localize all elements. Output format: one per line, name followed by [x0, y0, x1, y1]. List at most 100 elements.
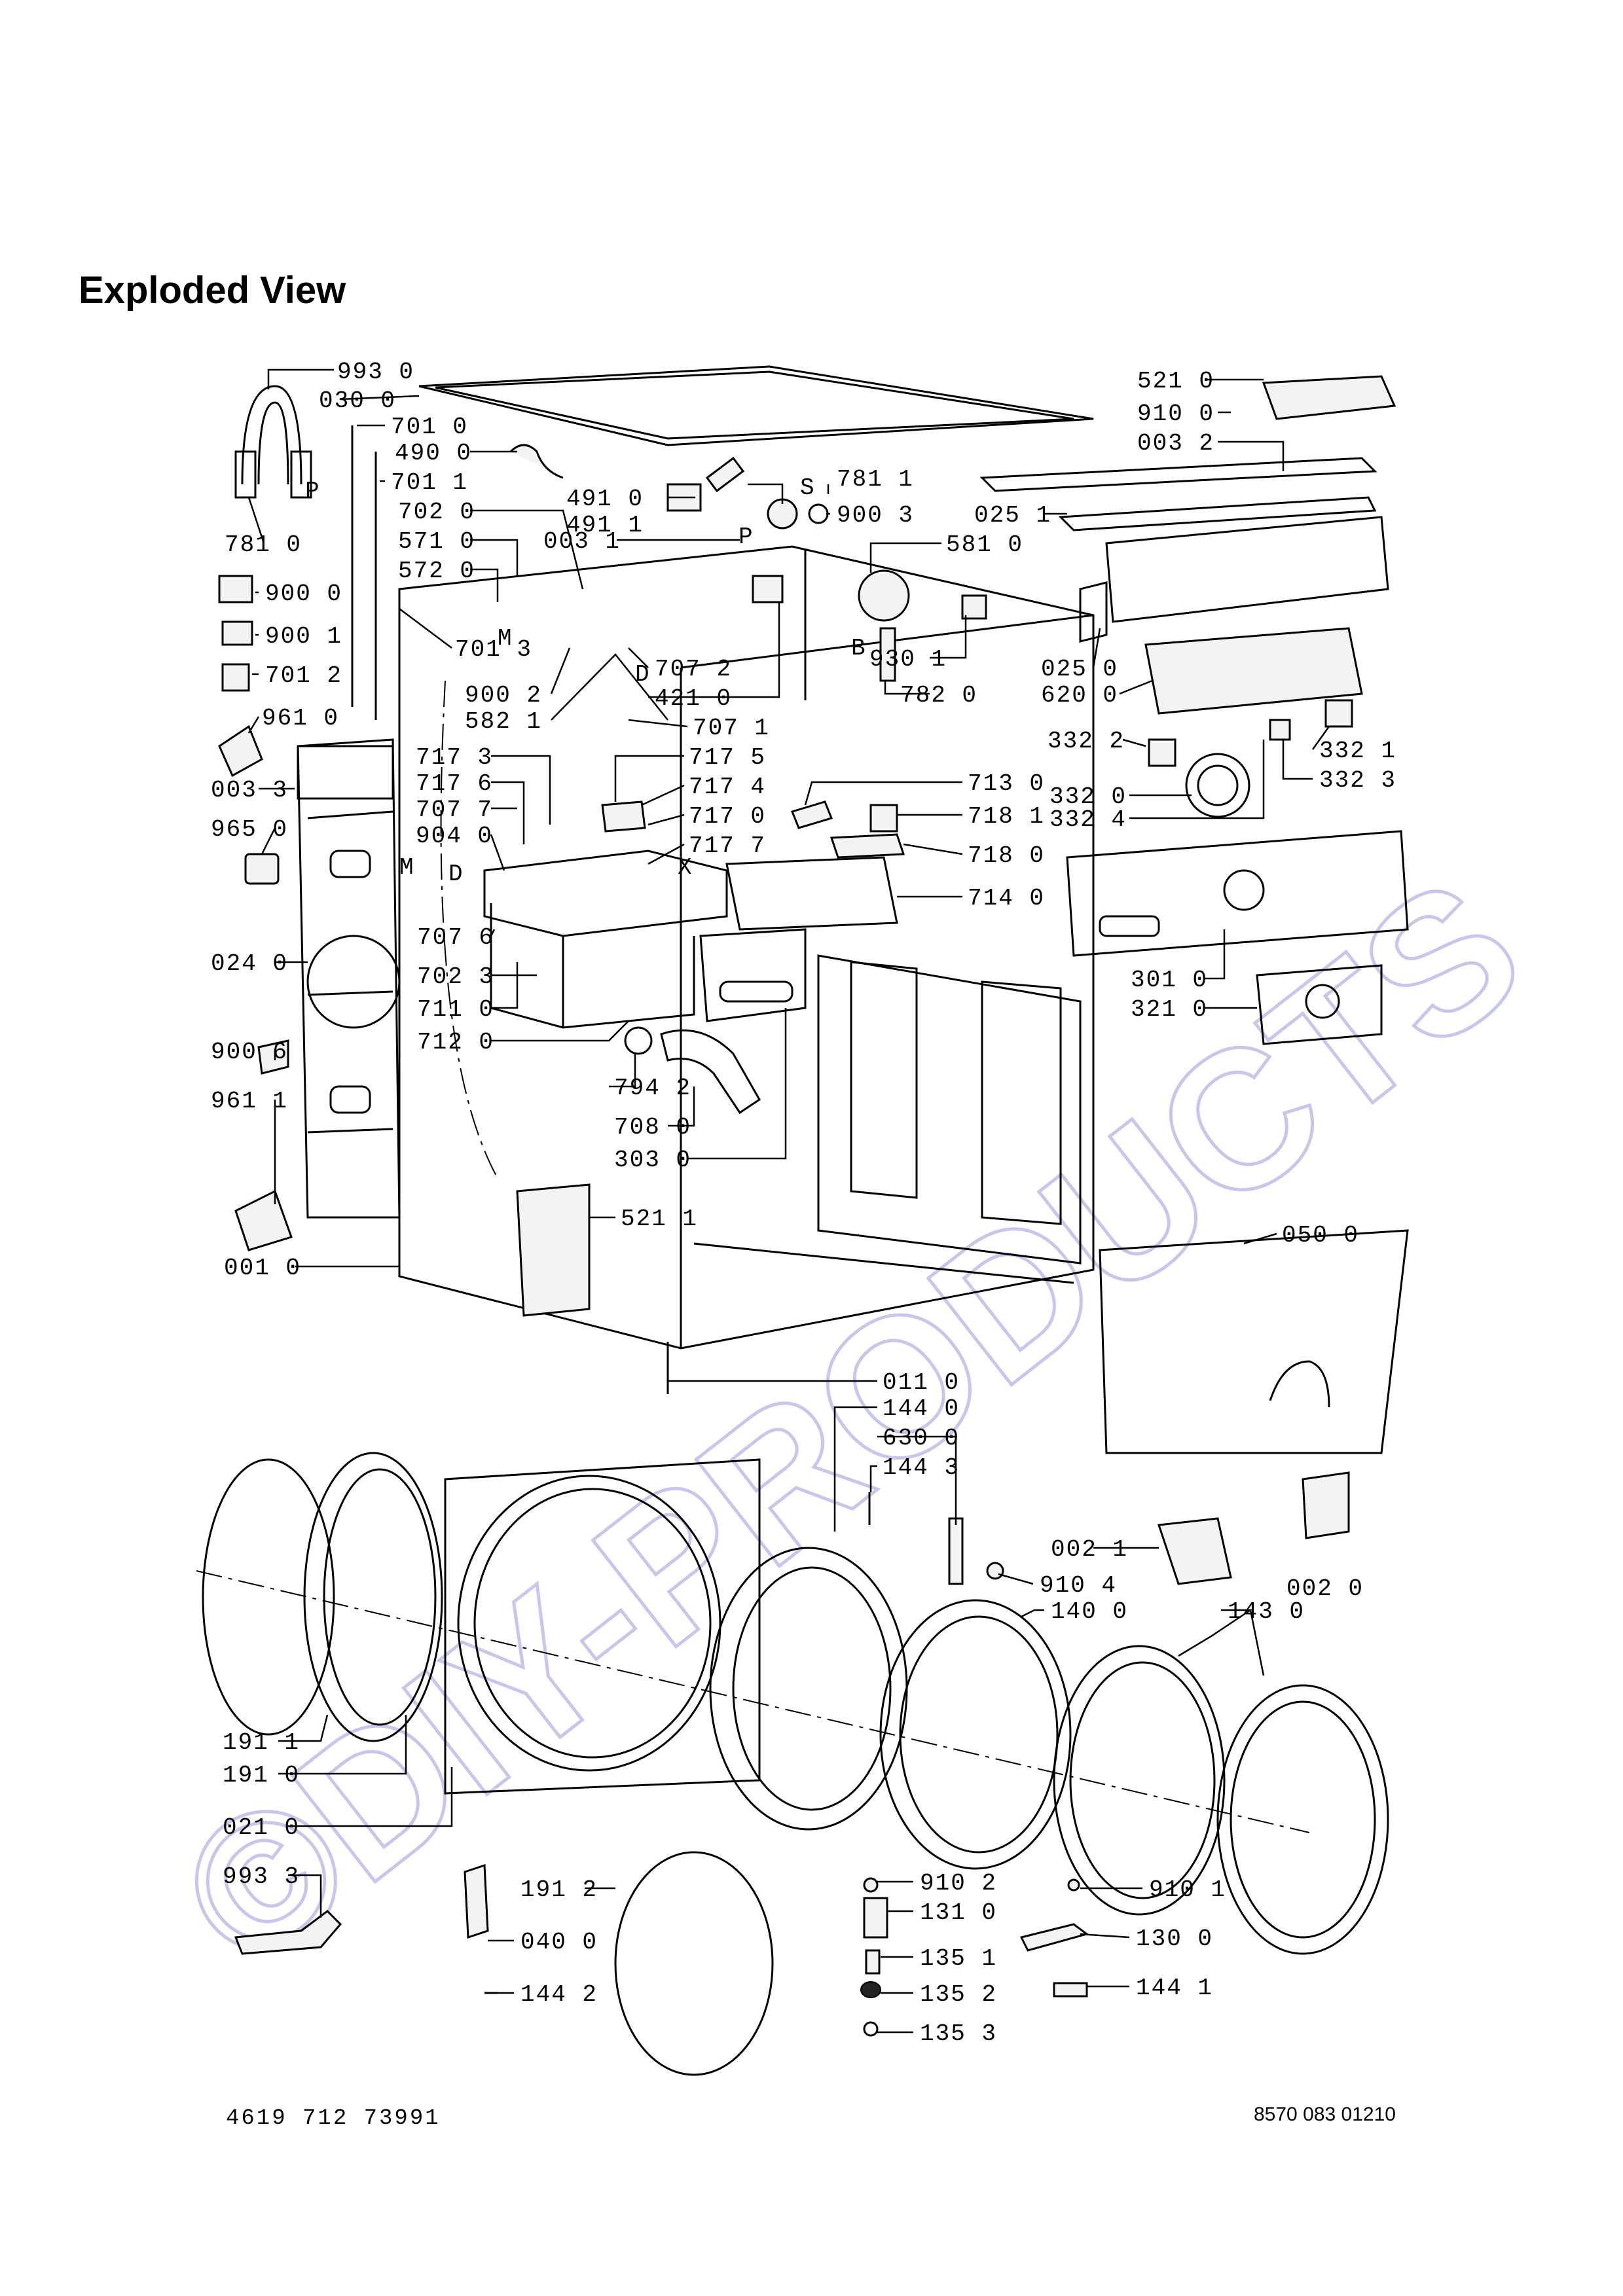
dispenser-drawer-part	[699, 928, 807, 1022]
letter-p: P	[739, 524, 754, 550]
page-title: Exploded View	[79, 269, 346, 312]
knob-inner-part	[1197, 764, 1239, 806]
letter-m: M	[498, 625, 513, 652]
part-label: 332 0	[1049, 783, 1127, 810]
door-glass-part	[899, 1615, 1059, 1854]
part-label: 140 0	[1051, 1598, 1128, 1625]
bracket-part	[830, 833, 905, 859]
part-label: 717 7	[689, 833, 766, 859]
part-label: 930 1	[869, 646, 947, 673]
part-label: 491 0	[566, 486, 644, 512]
part-label: 717 6	[416, 770, 493, 797]
sensor-part	[234, 1189, 293, 1251]
part-label: 707 2	[655, 656, 732, 683]
dispenser-housing-part	[490, 903, 695, 1029]
part-label: 571 0	[398, 528, 475, 555]
drawer-handle-part	[719, 980, 793, 1003]
clip-part	[221, 620, 253, 646]
hose-part	[660, 1029, 761, 1115]
lock-part	[863, 1897, 888, 1939]
part-label: 961 0	[262, 705, 339, 732]
part-label: 900 3	[837, 502, 914, 529]
part-label: 794 2	[614, 1075, 691, 1102]
part-label: 707 1	[693, 715, 770, 742]
part-label: 003 2	[1137, 430, 1214, 457]
part-label: 490 0	[395, 440, 472, 467]
part-label: 711 0	[417, 996, 494, 1023]
sensor-part	[218, 725, 263, 778]
hose-part	[790, 800, 833, 829]
part-label: 130 0	[1136, 1926, 1213, 1952]
part-label: 001 0	[224, 1255, 301, 1282]
letter-d: D	[635, 661, 651, 688]
part-label: 961 1	[211, 1088, 288, 1115]
bracket-part	[1079, 581, 1108, 643]
part-label: 135 3	[920, 2020, 997, 2047]
part-label: 718 1	[968, 803, 1045, 830]
part-label: 131 0	[920, 1899, 997, 1926]
part-label: 021 0	[223, 1814, 300, 1841]
part-label: 712 0	[417, 1029, 494, 1056]
part-label: 191 2	[520, 1876, 598, 1903]
part-label: 144 0	[883, 1395, 960, 1422]
dispenser-lid-part	[483, 850, 728, 937]
part-label: 900 1	[265, 623, 342, 650]
ring-part	[624, 1026, 653, 1055]
leader-lines	[247, 368, 1330, 2034]
screw-part	[986, 1562, 1004, 1580]
pin-part	[865, 1949, 881, 1975]
part-label: 781 0	[225, 531, 302, 558]
connector-part	[221, 663, 250, 692]
part-label: 993 0	[337, 359, 414, 386]
door-handle-part	[464, 1863, 489, 1939]
control-panel-frame-part	[1105, 516, 1389, 623]
assembly-axis	[196, 1570, 1310, 1833]
letter-b: B	[851, 635, 867, 662]
part-label: 910 4	[1040, 1572, 1117, 1599]
valve-part	[705, 456, 745, 493]
part-label: 910 1	[1149, 1876, 1226, 1903]
part-label: 332 1	[1319, 738, 1396, 764]
part-label: 965 0	[211, 816, 288, 843]
part-label: 332 2	[1048, 728, 1125, 755]
part-label: 707 7	[416, 797, 493, 823]
part-labels: 993 0 030 0 701 0 490 0 701 1 702 0 571 …	[211, 359, 1396, 2047]
part-label: 910 2	[920, 1870, 997, 1897]
door-ring-part	[1053, 1645, 1226, 1916]
part-label: 620 0	[1041, 682, 1118, 709]
hinge-cover-part	[1302, 1471, 1350, 1539]
hose-part	[879, 627, 896, 682]
part-label: 144 2	[520, 1981, 598, 2008]
part-label: 332 4	[1049, 806, 1127, 833]
knob-part	[1185, 753, 1250, 818]
pump-module-part	[516, 1183, 591, 1317]
part-label: 303 0	[614, 1147, 691, 1174]
door-glass-part	[879, 1599, 1072, 1870]
part-label: 135 1	[920, 1945, 997, 1972]
filter-part	[752, 575, 784, 603]
part-label: 002 1	[1051, 1536, 1128, 1563]
door-frame-part	[732, 1566, 892, 1811]
part-label: 030 0	[319, 387, 396, 414]
part-label: 421 0	[655, 685, 732, 712]
part-label: 782 0	[900, 682, 977, 709]
part-label: 717 4	[689, 774, 766, 800]
part-label: 701 2	[265, 662, 342, 689]
clip-part	[961, 594, 987, 620]
part-label: 714 0	[968, 885, 1045, 912]
part-label: 993 3	[223, 1863, 300, 1890]
part-label: 900 6	[211, 1039, 288, 1066]
part-label: 900 2	[465, 682, 542, 709]
part-label: 521 1	[621, 1206, 698, 1232]
part-label: 025 0	[1041, 656, 1118, 683]
part-label: 332 3	[1319, 767, 1396, 794]
part-label: 708 0	[614, 1114, 691, 1141]
electronic-module-part	[1262, 375, 1396, 420]
top-cover-frame-part	[418, 365, 1094, 446]
door-cover-part	[1230, 1700, 1376, 1939]
part-label: 701 1	[391, 469, 468, 496]
kickplate-part	[1099, 1229, 1409, 1454]
dial-part	[1305, 984, 1340, 1019]
bracket-part	[1053, 1982, 1088, 1998]
